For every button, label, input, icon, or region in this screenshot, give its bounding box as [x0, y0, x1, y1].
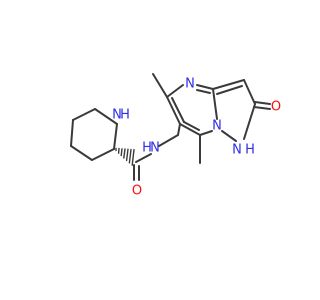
bond-pyr-n8-c7	[199, 130, 213, 136]
atom-n-amide: N	[150, 141, 160, 156]
atom-n-bridgehead: N	[212, 119, 222, 134]
chemical-structure-diagram: N H N H O N N N H O	[70, 73, 281, 199]
bond-methyl-c5	[152, 73, 168, 98]
bond-layer	[70, 73, 271, 181]
atom-o-amide: O	[132, 184, 142, 199]
bond-pyr-c7-c6-inner	[183, 121, 200, 131]
bond-pyr-c6-c5-inner	[171, 97, 185, 123]
bond-pyr-n4-c3a-inner	[196, 89, 211, 94]
bond-pz-c3a-c3	[212, 79, 245, 90]
bond-ring-c4-c5	[70, 145, 93, 161]
bond-ring-c3-c4	[70, 119, 74, 147]
bond-ring-c5-c6	[91, 148, 115, 161]
atom-n-pyrimidine: N	[185, 77, 195, 92]
bond-pz-c2-o-1	[254, 101, 271, 105]
atom-h-piperidine: H	[120, 108, 130, 123]
bond-pz-c3a-c3-inner	[216, 85, 243, 95]
atom-h-amide: H	[142, 141, 152, 156]
atom-n-piperidine: N	[112, 108, 122, 123]
bond-pz-n1-n8	[221, 130, 237, 142]
bond-pz-c2-n1	[243, 103, 256, 140]
bond-ring-c6-n1	[113, 123, 118, 150]
bond-ring-c2-c3	[72, 108, 96, 121]
bond-amide-n-ch2	[158, 134, 179, 147]
bond-pyr-c7-c6	[179, 123, 201, 136]
bond-pyr-c5-n4	[166, 84, 184, 98]
atom-n-pyrazole: N	[232, 143, 242, 158]
bond-pyr-n4-c3a	[196, 84, 214, 90]
bond-pyr-c3a-n8	[212, 88, 218, 120]
bond-pyr-c6-c5	[166, 96, 181, 125]
bond-ch2-c6	[177, 123, 181, 136]
atom-h-pyrazole: H	[245, 143, 255, 158]
atom-label-layer: N H N H O N N N H O	[112, 77, 281, 199]
bond-pz-c3-c2	[243, 79, 256, 105]
atom-o-pyrazolone: O	[271, 100, 281, 115]
bond-ring-n1-c2	[94, 108, 118, 125]
stereo-hash-bond	[115, 147, 135, 166]
bond-pz-c2-o-2	[253, 106, 271, 110]
bond-carbonyl-c-n	[135, 153, 152, 163]
